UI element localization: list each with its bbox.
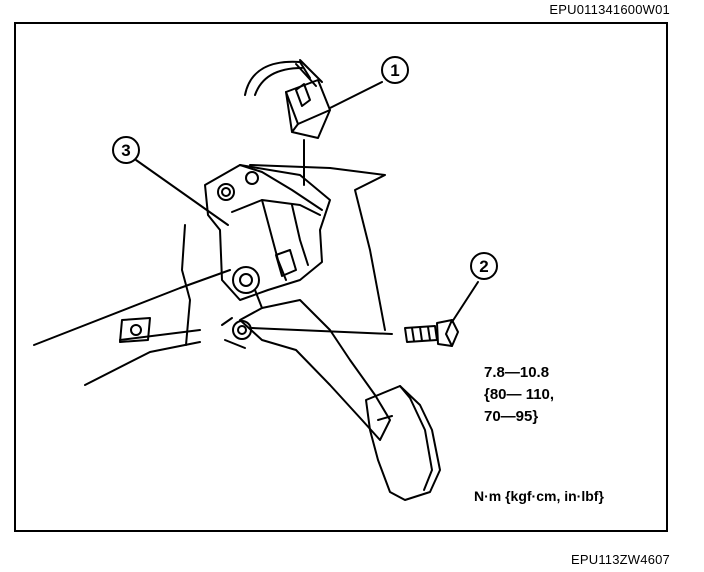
callout-2-label: 2: [479, 257, 488, 276]
leader-2: [451, 281, 479, 323]
callout-1-label: 1: [390, 61, 399, 80]
mount-plate-outline: [329, 167, 386, 331]
dash-panel-edge: [84, 341, 201, 386]
figure-code-top: EPU011341600W01: [549, 2, 670, 17]
callout-3: 3: [112, 136, 140, 164]
panel-vertical: [181, 224, 191, 346]
pedal-arm: [239, 299, 391, 441]
units-note: N·m {kgf·cm, in·lbf}: [474, 488, 604, 504]
callout-3-label: 3: [121, 141, 130, 160]
bolt-leader-line: [251, 327, 393, 335]
dash-panel-outline: [33, 269, 231, 346]
bracket-body: [204, 164, 331, 301]
torque-spec: 7.8—10.8 {80— 110, 70—95}: [484, 362, 554, 428]
harness-wire-1: [244, 60, 311, 96]
figure-code-bottom: EPU113ZW4607: [571, 552, 670, 567]
callout-2: 2: [470, 252, 498, 280]
diagram-frame: [14, 22, 668, 532]
mount-plate-top: [249, 164, 331, 169]
leader-3: [135, 159, 229, 226]
panel-clip: [119, 317, 151, 343]
torque-line-2: {80— 110,: [484, 386, 555, 403]
torque-line-1: 7.8—10.8: [484, 364, 550, 381]
harness-wire-3: [299, 59, 323, 83]
callout-1: 1: [381, 56, 409, 84]
torque-line-3: 70—95}: [484, 408, 539, 425]
pedal-pad: [365, 385, 441, 501]
bolt-head: [436, 319, 459, 347]
harness-wire-2: [254, 67, 303, 96]
leader-1: [329, 81, 383, 109]
